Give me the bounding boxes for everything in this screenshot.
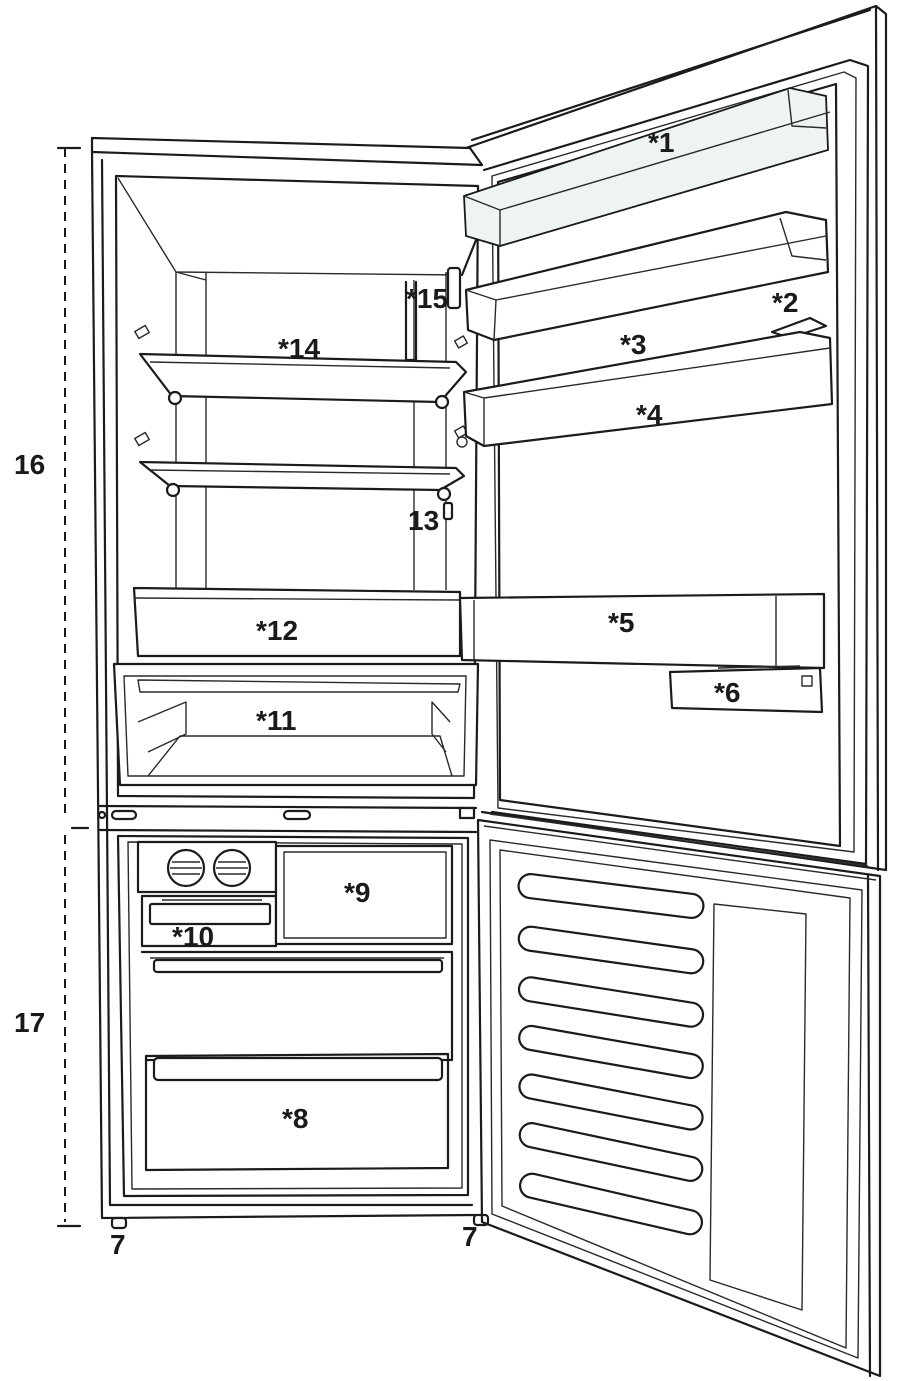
label-15: *15 [406,283,448,314]
door-bins [456,87,834,714]
fridge-interior [117,177,478,590]
cabinet-body [90,136,490,1230]
part-labels: *1 *2 *3 *4 *5 *6 7 7 *8 *9 *10 *11 *12 … [14,127,798,1260]
label-17: 17 [14,1007,45,1038]
label-2: *2 [772,287,798,318]
label-3: *3 [620,329,646,360]
label-9: *9 [344,877,370,908]
label-11: *11 [256,705,297,736]
label-5: *5 [608,607,634,638]
label-1: *1 [648,127,674,158]
freezer-compartment [136,840,454,1172]
dimension-lines [56,146,90,1228]
label-6: *6 [714,677,740,708]
label-14: *14 [278,333,320,364]
label-4: *4 [636,399,663,430]
crisper-area [112,586,480,787]
label-13: 13 [408,505,439,536]
freezer-door [476,818,882,1378]
label-8: *8 [282,1103,308,1134]
label-10: *10 [172,921,214,952]
glass-shelves [138,352,468,502]
label-16: 16 [14,449,45,480]
label-7-right: 7 [462,1221,478,1252]
label-7-left: 7 [110,1229,126,1260]
label-12: *12 [256,615,298,646]
